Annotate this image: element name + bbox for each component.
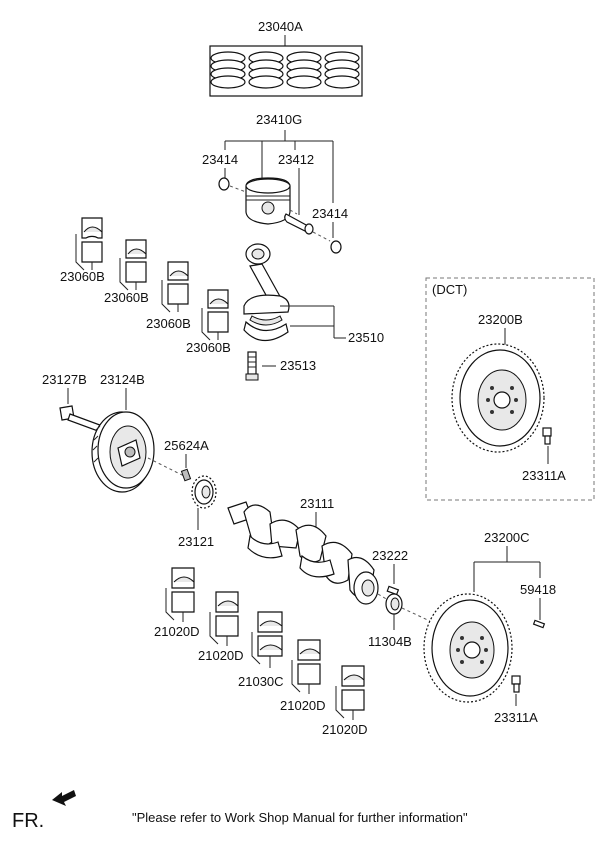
piston-icon [245,177,291,225]
footer-note: "Please refer to Work Shop Manual for fu… [132,810,468,825]
main-bearing-3-icon [291,639,321,693]
label-conrod-bearing-3: 23060B [146,316,191,331]
label-main-bearing-1: 21020D [154,624,200,639]
flywheel-bolt-icon [511,675,521,693]
pilot-bushing-icon [386,585,400,596]
oil-seal-icon [385,593,403,615]
label-conrod-bearing-1: 23060B [60,269,105,284]
connecting-rod-icon [243,243,290,342]
conrod-bearing-4-icon [201,289,229,341]
dct-flywheel-bolt-icon [542,427,552,445]
piston-ring-set [209,35,363,97]
label-connecting-rod: 23510 [348,330,384,345]
conrod-bearing-3-icon [161,261,189,313]
dct-flywheel-icon [451,343,545,453]
crankshaft-icon [227,501,379,605]
label-damper-pulley: 23124B [100,372,145,387]
front-arrow-icon [52,790,76,806]
label-flywheel: 23200C [484,530,530,545]
conrod-leader-lines [262,305,346,367]
label-main-bearing-2: 21020D [198,648,244,663]
piston-leader-lines [224,130,334,238]
label-crankshaft: 23111 [300,496,334,511]
dct-variant-box [425,277,595,501]
dowel-pin-icon [532,619,546,629]
label-pilot-bushing: 23222 [372,548,408,563]
label-dct-flywheel-bolt: 23311A [522,468,566,483]
label-main-bearing-4: 21020D [322,722,368,737]
label-piston-ring-set: 23040A [258,19,303,34]
conrod-bearing-2-icon [119,239,147,291]
label-conrod-bolt: 23513 [280,358,316,373]
main-bearing-2-icon [209,591,239,645]
label-main-bearing-3: 21020D [280,698,326,713]
label-pulley-bolt: 23127B [42,372,87,387]
label-thrust-bearing: 21030C [238,674,284,689]
thrust-bearing-icon [251,611,283,665]
label-dct-flywheel: 23200B [478,312,523,327]
front-marker: FR. [12,810,44,832]
label-conrod-bearing-2: 23060B [104,290,149,305]
damper-pulley-icon [91,411,155,493]
snap-ring-left-icon [218,177,230,191]
flywheel-icon [423,593,513,703]
label-dowel-pin: 59418 [520,582,556,597]
label-piston-pin: 23412 [278,152,314,167]
flywheel-leader-lines [473,546,541,620]
sprocket-icon [191,475,217,509]
main-bearing-1-icon [165,567,195,621]
label-flywheel-bolt: 23311A [494,710,538,725]
snap-ring-right-icon [330,240,342,254]
conrod-bearing-1-icon [75,217,103,271]
piston-pin-icon [284,213,314,235]
label-sprocket: 23121 [178,534,214,549]
label-snap-ring-right: 23414 [312,206,348,221]
label-key: 25624A [164,438,209,453]
conrod-bolt-icon [245,351,259,381]
label-conrod-bearing-4: 23060B [186,340,231,355]
label-oil-seal: 11304B [368,634,412,649]
label-snap-ring-left: 23414 [202,152,238,167]
dct-heading: (DCT) [432,282,467,297]
main-bearing-4-icon [335,665,365,719]
label-piston-assy: 23410G [256,112,302,127]
key-icon [180,468,192,482]
